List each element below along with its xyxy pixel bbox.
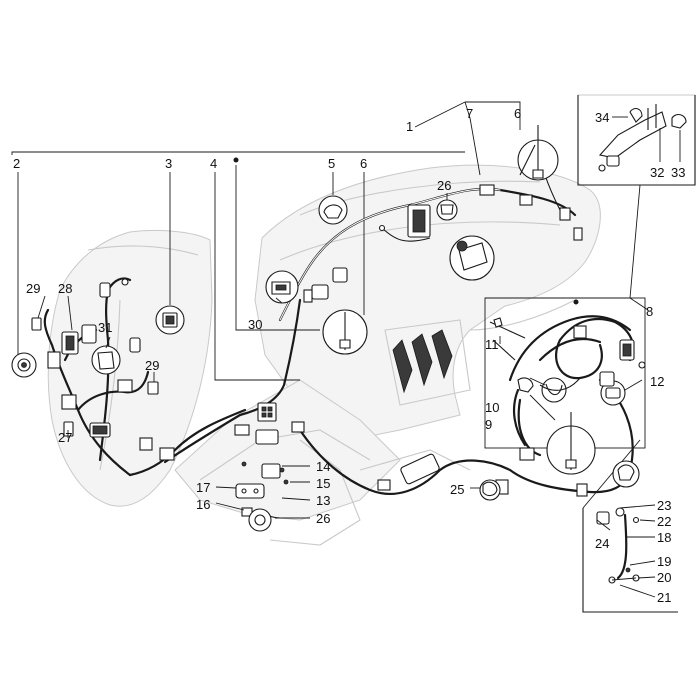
assembly-brackets: [11, 94, 696, 613]
callout-24: 24: [595, 536, 609, 551]
callout-15: 15: [316, 476, 330, 491]
harness-connectors: [47, 174, 588, 519]
callout-22: 22: [657, 514, 671, 529]
callout-21: 21: [657, 590, 671, 605]
callout-26-bottom: 26: [316, 511, 330, 526]
leader-lines: [37, 193, 643, 519]
callout-30: 30: [248, 317, 262, 332]
callout-20: 20: [657, 570, 671, 585]
callout-12: 12: [650, 374, 664, 389]
callout-27: 27: [58, 430, 72, 445]
callout-3: 3: [165, 156, 172, 171]
callout-10: 10: [485, 400, 499, 415]
ground-cable-inset-18-24: [596, 504, 656, 598]
callout-29-right: 29: [145, 358, 159, 373]
callout-1: 1: [406, 119, 413, 134]
callout-23: 23: [657, 498, 671, 513]
callout-4: 4: [210, 156, 217, 171]
callout-7: 7: [466, 106, 473, 121]
callout-5: 5: [328, 156, 335, 171]
callout-2: 2: [13, 156, 20, 171]
detail-bubbles: [11, 125, 640, 532]
callout-11: 11: [485, 337, 499, 352]
callout-26-top: 26: [437, 178, 451, 193]
callout-29-left: 29: [26, 281, 40, 296]
callout-8: 8: [646, 304, 653, 319]
callout-28: 28: [58, 281, 72, 296]
callout-13: 13: [316, 493, 330, 508]
callout-25: 25: [450, 482, 464, 497]
callout-31: 31: [98, 320, 112, 335]
callout-6-middle: 6: [360, 156, 367, 171]
callout-numbers: 1 2 3 4 5 6 7 6 8 9 10 11 12 13 14 15 16…: [13, 106, 685, 605]
callout-16: 16: [196, 497, 210, 512]
scooter-body-outline: [47, 164, 601, 546]
callout-18: 18: [657, 530, 671, 545]
callout-33: 33: [671, 165, 685, 180]
callout-17: 17: [196, 480, 210, 495]
callout-6-right: 6: [514, 106, 521, 121]
callout-14: 14: [316, 459, 330, 474]
callout-9: 9: [485, 417, 492, 432]
callout-19: 19: [657, 554, 671, 569]
callout-34: 34: [595, 110, 609, 125]
bracket-inset-32-34: [598, 104, 687, 172]
callout-32: 32: [650, 165, 664, 180]
harness-inset-8: [489, 299, 646, 447]
